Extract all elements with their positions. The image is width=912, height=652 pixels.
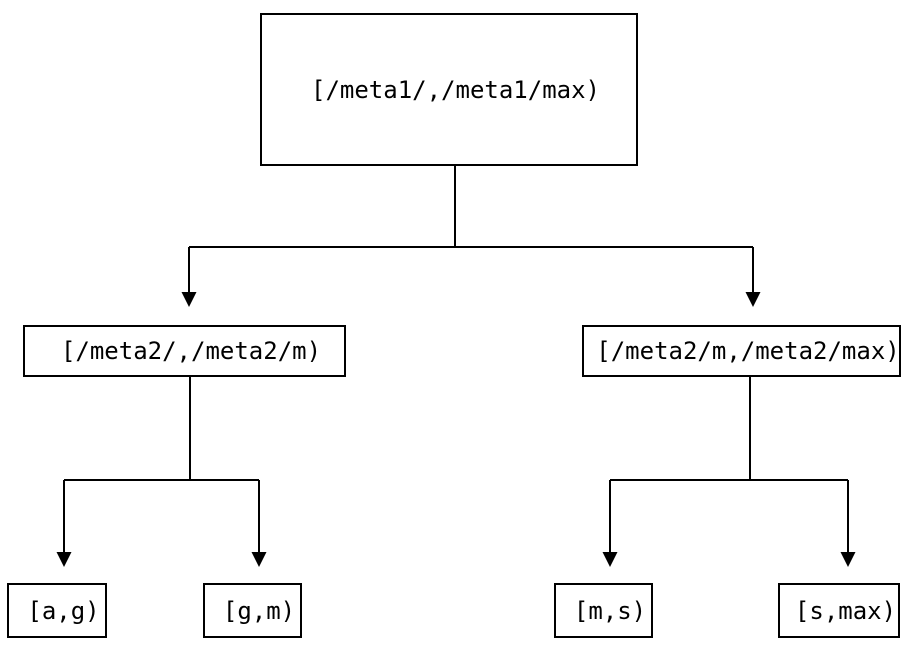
node-meta2-low-range: [/meta2/,/meta2/m) [23, 325, 346, 377]
node-meta1-range: [/meta1/,/meta1/max) [260, 13, 638, 166]
edge-left-to-leaves [56, 377, 267, 567]
node-leaf-smax-label: [s,max) [794, 596, 897, 625]
arrowhead-to-leaf-smax [840, 552, 856, 567]
edge-left-stem [63, 377, 260, 553]
arrowhead-to-left-child [181, 292, 197, 307]
node-leaf-ms-label: [m,s) [573, 596, 647, 625]
edge-root-to-level2 [181, 166, 761, 307]
node-leaf-ms: [m,s) [554, 583, 653, 638]
edge-right-stem [609, 377, 849, 553]
node-leaf-gm-label: [g,m) [222, 596, 296, 625]
arrowhead-to-leaf-ms [602, 552, 618, 567]
arrowhead-to-right-child [745, 292, 761, 307]
node-meta2-high-range-label: [/meta2/m,/meta2/max) [596, 337, 900, 365]
node-meta2-high-range: [/meta2/m,/meta2/max) [582, 325, 901, 377]
node-leaf-smax: [s,max) [778, 583, 900, 638]
arrowhead-to-leaf-ag [56, 552, 72, 567]
node-leaf-gm: [g,m) [203, 583, 302, 638]
arrowhead-to-leaf-gm [251, 552, 267, 567]
node-leaf-ag: [a,g) [7, 583, 107, 638]
node-leaf-ag-label: [a,g) [27, 596, 100, 625]
node-meta1-range-label: [/meta1/,/meta1/max) [311, 75, 600, 104]
edge-right-to-leaves [602, 377, 856, 567]
edge-root-stem [188, 166, 754, 293]
node-meta2-low-range-label: [/meta2/,/meta2/m) [60, 337, 322, 365]
